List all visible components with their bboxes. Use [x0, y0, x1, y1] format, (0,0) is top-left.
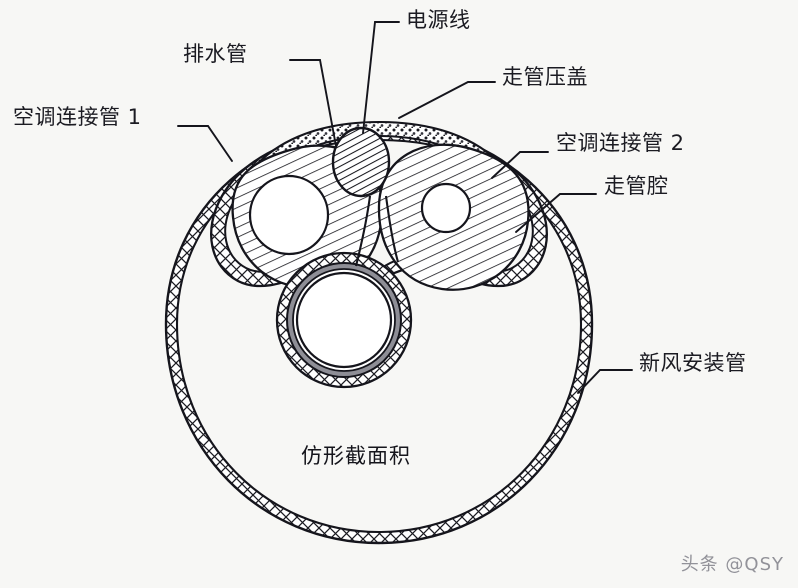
drain-pipe-bore — [295, 271, 393, 369]
leader-drain-pipe — [289, 59, 337, 147]
ac-pipe-2-bore — [420, 182, 472, 234]
label-profiled-section-area: 仿形截面积 — [301, 444, 411, 468]
leader-lines — [177, 21, 633, 394]
leader-fresh-air-pipe — [577, 369, 633, 394]
label-ac-pipe-2: 空调连接管 2 — [556, 131, 685, 155]
label-drain-pipe: 排水管 — [183, 42, 248, 66]
leader-ac-pipe-2 — [491, 151, 549, 179]
power-cord-section — [331, 126, 391, 198]
drain-pipe-assembly — [275, 251, 413, 389]
label-fresh-air-pipe: 新风安装管 — [639, 351, 747, 375]
label-ac-pipe-1: 空调连接管 1 — [13, 105, 142, 129]
leader-conduit-cover — [398, 81, 496, 119]
label-conduit-cover: 走管压盖 — [502, 65, 588, 89]
watermark: 头条 @QSY — [680, 554, 784, 575]
label-conduit-cavity: 走管腔 — [604, 174, 669, 198]
ac-pipe-2-body — [377, 143, 530, 291]
ac-pipe-1-bore — [248, 174, 330, 256]
leader-ac-pipe-1 — [177, 125, 233, 162]
leader-conduit-cavity — [515, 193, 597, 233]
pipe-neck — [354, 195, 400, 267]
leader-power-cord — [362, 21, 400, 134]
label-power-cord: 电源线 — [406, 8, 471, 32]
